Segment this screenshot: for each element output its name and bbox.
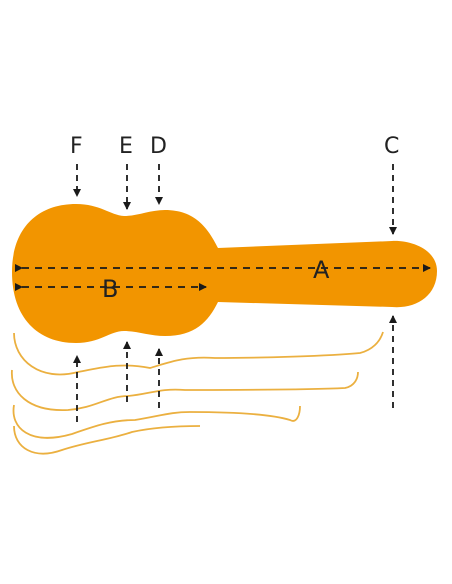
label-c: C — [384, 134, 399, 159]
label-e: E — [119, 134, 133, 159]
case-outline-2 — [11, 369, 359, 411]
label-a: A — [313, 256, 330, 284]
label-f: F — [70, 134, 83, 159]
case-outline-1 — [13, 331, 384, 376]
case-outline-3 — [12, 404, 301, 439]
label-d: D — [150, 134, 167, 159]
guitar-case-shape — [12, 204, 437, 343]
case-outline-4 — [13, 425, 201, 455]
label-b: B — [102, 275, 118, 303]
